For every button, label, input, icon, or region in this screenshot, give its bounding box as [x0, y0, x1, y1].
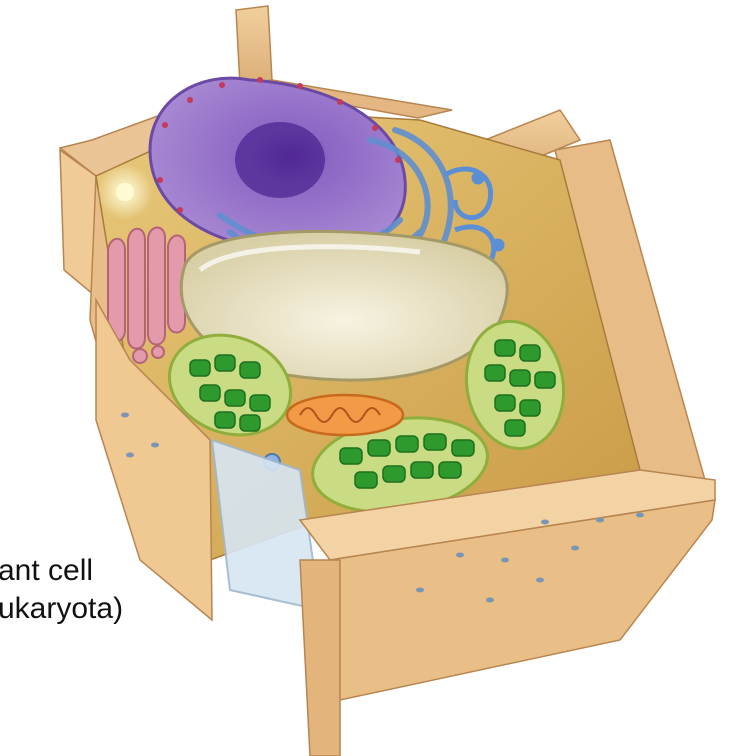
- caption-line-1: ant cell: [0, 554, 93, 588]
- caption-line-2: ukaryota): [0, 592, 123, 626]
- mitochondrion-icon: [287, 395, 403, 435]
